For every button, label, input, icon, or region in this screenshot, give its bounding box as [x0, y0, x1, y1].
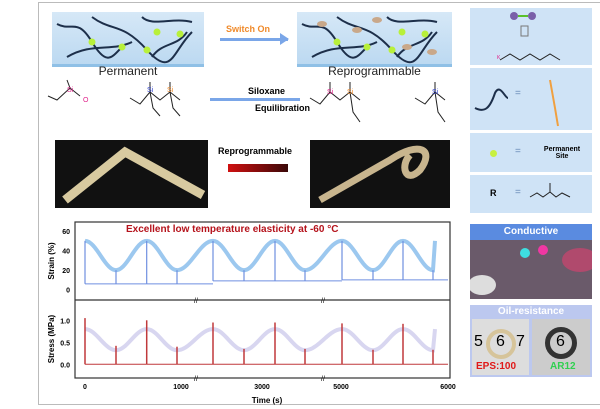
permanent-site-label: Permanent Site: [543, 146, 581, 160]
permanent-network: [52, 12, 204, 64]
reprogrammable-network: [297, 12, 452, 64]
polymer-network-icon: [301, 16, 438, 64]
figure-frame: [38, 2, 600, 405]
switch-arrow: [220, 38, 288, 41]
y-axis-label-stress: Stress (MPa): [47, 314, 56, 363]
siloxane-anion-structures: SiO Si Si: [47, 79, 181, 117]
reprogrammable-label: Reprogrammable: [328, 64, 421, 78]
svg-text:Si: Si: [167, 87, 174, 94]
svg-text:O: O: [83, 97, 89, 104]
polymer-network-icon: [56, 16, 193, 64]
svg-text:Si: Si: [67, 87, 74, 94]
led-demo-photo: [468, 240, 598, 299]
conductive-title: Conductive: [470, 224, 592, 240]
y-axis-label-strain: Strain (%): [47, 242, 56, 280]
r-group-structure-icon: [529, 183, 571, 198]
elastomer-loop-image: [318, 145, 430, 204]
y-tick-label: 0: [66, 288, 70, 295]
ruler-digit: 6: [556, 333, 565, 350]
oil-resistance-title: Oil-resistance: [497, 306, 565, 317]
ring-sample: [486, 329, 516, 359]
r-label: R: [490, 188, 497, 198]
siloxane-exchanged-structures: Si Si Si: [309, 82, 446, 123]
equilibration-label-2: Equilibration: [255, 103, 310, 113]
switch-on-label: Switch On: [226, 24, 271, 34]
chart-title: Excellent low temperature elasticity at …: [126, 224, 339, 235]
y-tick-label: 0.5: [60, 340, 70, 347]
axis-break-mark: //: [321, 298, 325, 305]
reprogrammable-double-arrow: [228, 164, 288, 172]
ruler-digit: 7: [516, 333, 525, 350]
x-tick-label: 0: [83, 384, 87, 391]
ruler-digit: 5: [474, 333, 483, 350]
ring-sample: [545, 327, 577, 359]
ruler-digit: 6: [496, 333, 505, 350]
legend-crosslinker: [470, 8, 592, 65]
x-tick-label: 6000: [440, 384, 456, 391]
svg-text:Si: Si: [432, 89, 439, 96]
svg-text:Si: Si: [147, 87, 154, 94]
x-tick-label: 3000: [254, 384, 270, 391]
strain-envelope-line: [84, 238, 437, 273]
polymer-chain-icon: [474, 79, 559, 127]
photo-looped-strip: [310, 140, 450, 208]
svg-text:Si: Si: [347, 89, 354, 96]
y-tick-label: 0.0: [60, 362, 70, 369]
equals-sign: =: [515, 146, 521, 157]
stress-envelope-line: [84, 327, 437, 353]
x-axis-label: Time (s): [252, 396, 283, 405]
svg-text:Si: Si: [327, 89, 334, 96]
crosslinker-structure-icon: [499, 12, 561, 61]
axis-break-mark: //: [194, 376, 198, 383]
equals-sign: =: [515, 187, 521, 198]
legend-r-group: [470, 175, 592, 213]
y-tick-label: 20: [62, 268, 70, 275]
oil-resistance-panel: Oil-resistance 5 6 7 EPS:100 6 AR12: [470, 305, 592, 377]
y-tick-label: 40: [62, 249, 70, 256]
k-counterion-label: K: [497, 55, 501, 61]
permanent-label: Permanent: [98, 64, 158, 78]
ar12-sample-photo: 6 AR12: [532, 319, 590, 375]
x-tick-label: 1000: [173, 384, 189, 391]
eps100-tag: EPS:100: [476, 361, 517, 372]
axis-break-mark: //: [194, 298, 198, 305]
equilibration-label-1: Siloxane: [248, 86, 286, 96]
equals-sign: =: [515, 88, 521, 99]
reprogrammable-arrow-label: Reprogrammable: [218, 146, 293, 156]
y-tick-label: 60: [62, 229, 70, 236]
conductive-panel: Conductive: [468, 224, 598, 299]
x-tick-label: 5000: [333, 384, 349, 391]
ar12-tag: AR12: [550, 361, 576, 372]
y-tick-label: 1.0: [60, 318, 70, 325]
strain-stress-chart: // // // // 60 40 20 0 1.0 0.5 0.0 Strain (%) Stress…: [47, 221, 456, 405]
legend-chain: [470, 68, 592, 130]
axis-break-mark: //: [321, 376, 325, 383]
photo-bent-strip: [55, 140, 208, 208]
eps100-sample-photo: 5 6 7 EPS:100: [472, 319, 529, 375]
elastomer-strip-image: [62, 146, 206, 204]
arrow-head-icon: [280, 33, 289, 45]
permanent-site-dot-icon: [490, 150, 497, 157]
equilibration-double-arrow: [210, 98, 300, 101]
